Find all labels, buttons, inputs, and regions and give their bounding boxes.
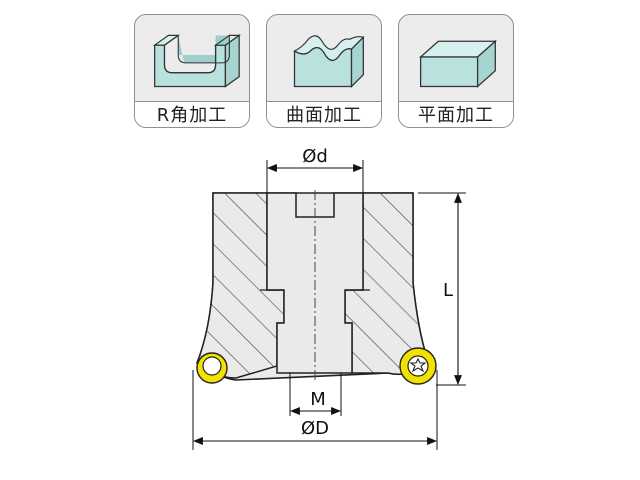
cutting-diameter-dimension: ØD (192, 370, 438, 450)
thread-label: M (310, 389, 326, 410)
card-label: R角加工 (135, 101, 249, 127)
thread-dimension: M (289, 373, 342, 416)
curved-surface-machining-card: 曲面加工 (266, 14, 382, 128)
length-dimension: L (418, 192, 466, 386)
card-label: 曲面加工 (267, 101, 381, 127)
curved-surface-machining-icon (293, 35, 365, 89)
flat-surface-machining-icon (418, 39, 497, 88)
torx-screw-icon (409, 357, 427, 373)
cutting-diameter-label: ØD (301, 418, 329, 439)
card-label: 平面加工 (399, 101, 513, 127)
bore-diameter-dimension: Ød (266, 146, 364, 193)
bore-diameter-label: Ød (302, 146, 328, 167)
left-insert (196, 352, 228, 384)
length-label: L (443, 280, 453, 301)
r-corner-machining-card: R角加工 (134, 14, 250, 128)
r-corner-machining-icon (152, 34, 242, 88)
right-insert (399, 347, 437, 385)
flat-surface-machining-card: 平面加工 (398, 14, 514, 128)
